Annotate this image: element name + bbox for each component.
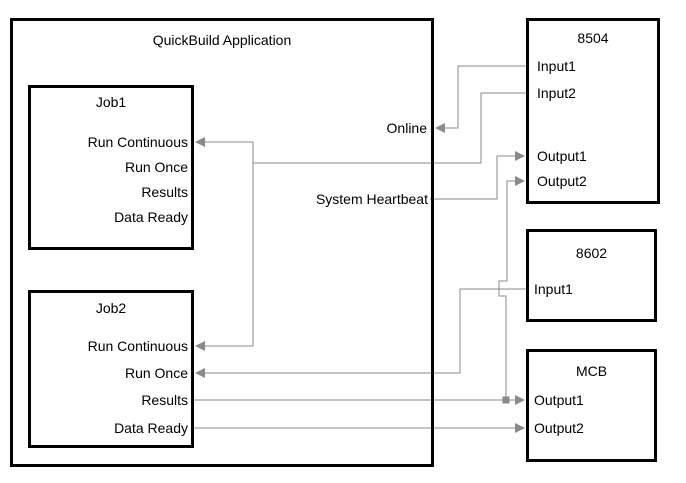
device-8602-box [526, 229, 657, 322]
device-8602-port-input1: Input1 [534, 281, 573, 297]
device-8504-port-output2: Output2 [537, 173, 587, 189]
job2-title: Job2 [95, 300, 127, 316]
wire-heartbeat-to-8504-output1 [430, 155, 516, 200]
arrow-online [435, 123, 445, 133]
wire-8504-input2-to-runcontinuous-bus [253, 92, 527, 164]
online-label: Online [386, 120, 427, 136]
arrow-8504-output1 [515, 151, 525, 161]
device-8504-port-input1: Input1 [537, 58, 576, 74]
job1-port-data-ready: Data Ready [114, 209, 188, 225]
device-mcb-port-output2: Output2 [534, 420, 584, 436]
device-mcb-box [526, 349, 657, 462]
wire-8504-input1-to-online [445, 65, 527, 129]
device-mcb-title: MCB [575, 363, 608, 379]
quickbuild-title: QuickBuild Application [152, 32, 292, 48]
job2-port-results: Results [141, 392, 188, 408]
wire-junction-dot [502, 396, 510, 404]
arrow-8504-output2 [515, 176, 525, 186]
device-8504-port-output1: Output1 [537, 148, 587, 164]
job1-port-run-once: Run Once [124, 159, 188, 175]
job2-box [28, 290, 194, 448]
wire-runcontinuous-bus [205, 141, 254, 347]
arrow-mcb-output2 [515, 423, 525, 433]
device-mcb-port-output1: Output1 [534, 392, 584, 408]
arrow-mcb-output1 [515, 395, 525, 405]
device-8504-title: 8504 [577, 30, 609, 46]
wire-8602-input1-to-job2-runonce [205, 288, 527, 374]
job1-port-run-continuous: Run Continuous [87, 134, 188, 150]
system-heartbeat-label: System Heartbeat [315, 191, 428, 207]
wire-8504-output2-to-junction [498, 180, 516, 400]
job2-port-run-once: Run Once [124, 365, 188, 381]
job1-title: Job1 [95, 94, 127, 110]
job1-port-results: Results [141, 184, 188, 200]
arrow-job1-runcontinuous [195, 137, 205, 147]
arrow-job2-runonce [195, 368, 205, 378]
job1-box [28, 85, 194, 250]
device-8602-title: 8602 [575, 245, 608, 261]
job2-port-run-continuous: Run Continuous [87, 338, 188, 354]
device-8504-box [526, 18, 660, 204]
job2-port-data-ready: Data Ready [114, 420, 188, 436]
arrow-job2-runcontinuous [195, 341, 205, 351]
device-8504-port-input2: Input2 [537, 85, 576, 101]
quickbuild-application-box [10, 18, 434, 467]
